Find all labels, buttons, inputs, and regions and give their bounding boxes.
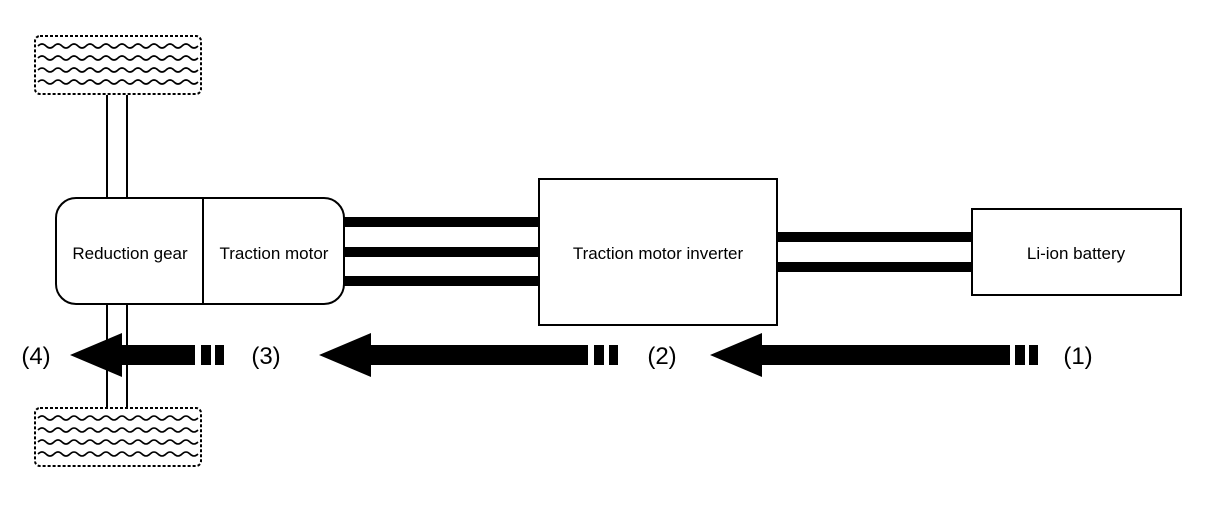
three-phase-cables (344, 217, 540, 286)
flow-arrow-2-to-3 (319, 333, 618, 377)
top-wheel (34, 35, 202, 95)
inverter-label: Traction motor inverter (573, 244, 744, 263)
traction-motor-label: Traction motor (220, 244, 329, 263)
step-label-4: (4) (21, 343, 50, 370)
flow-arrow-1-to-2 (710, 333, 1038, 377)
flow-arrow-3-to-4 (70, 333, 224, 377)
step-label-2: (2) (647, 343, 676, 370)
bottom-wheel (34, 407, 202, 467)
reduction-gear-label: Reduction gear (72, 244, 188, 263)
battery-box (971, 208, 1182, 296)
inverter-box (538, 178, 778, 326)
step-label-1: (1) (1063, 343, 1092, 370)
dc-cables (777, 232, 973, 272)
battery-label: Li-ion battery (1027, 244, 1126, 263)
step-label-3: (3) (251, 343, 280, 370)
